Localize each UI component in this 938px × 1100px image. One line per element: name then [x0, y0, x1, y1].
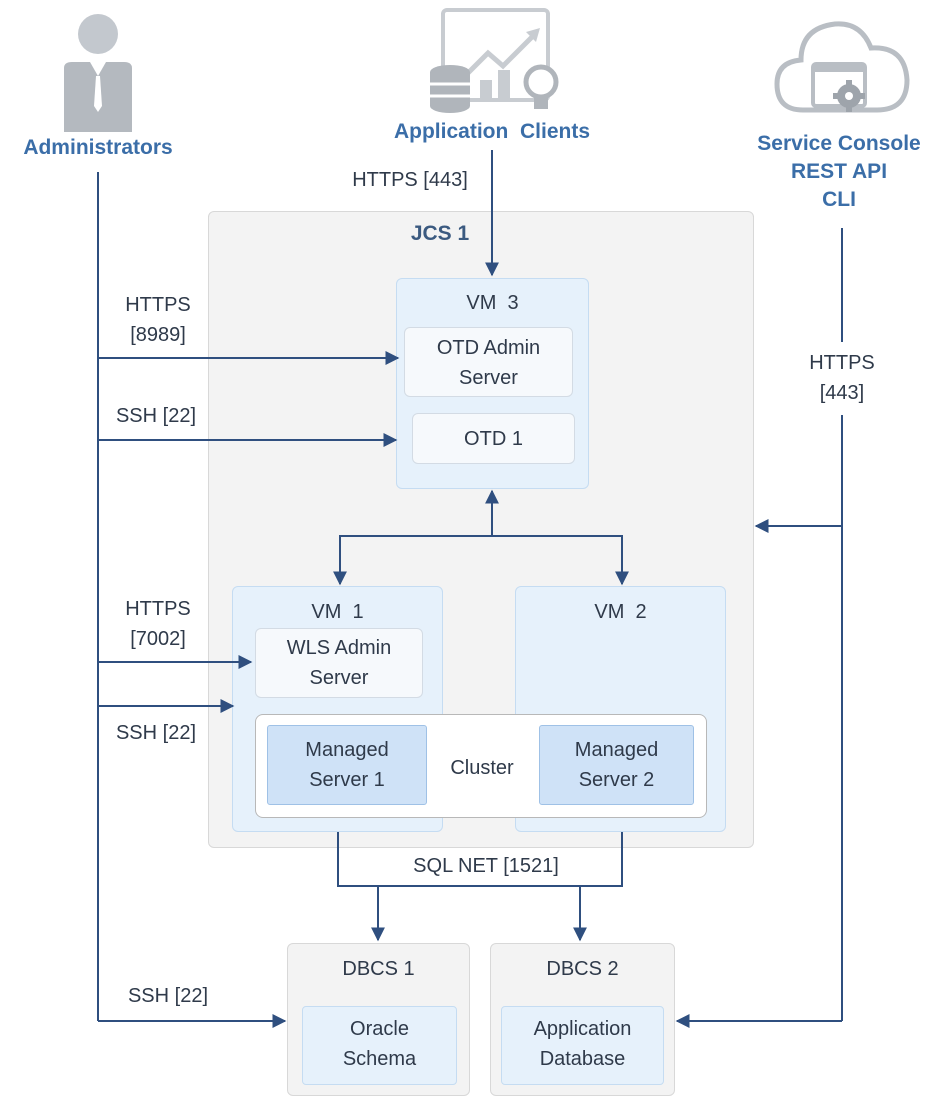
otd1-box: [412, 413, 575, 464]
console-https-label: HTTPS [443]: [809, 352, 875, 404]
admin-https-8989-label: HTTPS [8989]: [125, 294, 191, 346]
application-database-label: Application Database: [533, 1018, 632, 1070]
managed-server-2-label: Managed Server 2: [574, 739, 659, 791]
wls-admin-server-label: WLS Admin Server: [286, 637, 392, 689]
managed-server-1-box: [267, 725, 427, 805]
otd-admin-server-box: [404, 327, 573, 397]
managed-server-2-box: [539, 725, 694, 805]
vm1-title: VM 1: [311, 601, 364, 623]
administrators-label: Administrators: [23, 136, 173, 159]
sql-net-line: [337, 832, 623, 887]
dbcs2-title: DBCS 2: [546, 958, 619, 980]
oracle-schema-label: Oracle Schema: [342, 1018, 417, 1070]
cloud-gear-icon: [774, 21, 910, 113]
admin-ssh-otd-label: SSH [22]: [115, 405, 197, 427]
admin-https-7002-label: HTTPS [7002]: [125, 598, 191, 650]
vm-bus-line: [339, 535, 623, 583]
otd-admin-server-label: OTD Admin Server: [436, 337, 541, 389]
wls-admin-server-box: [255, 628, 423, 698]
dbcs1-title: DBCS 1: [342, 958, 415, 980]
clients-https-label: HTTPS [443]: [336, 169, 484, 192]
sql-net-label: SQL NET [1521]: [386, 855, 586, 878]
jcs-title: JCS 1: [410, 222, 470, 245]
admin-ssh-db-label: SSH [22]: [127, 985, 209, 1007]
application-clients-label: Application Clients: [393, 120, 590, 143]
cluster-label: Cluster: [450, 757, 514, 779]
managed-server-1-label: Managed Server 1: [305, 739, 389, 791]
service-console-label: Service Console REST API CLI: [757, 132, 921, 211]
application-clients-icon: [430, 8, 559, 113]
vm2-title: VM 2: [594, 601, 647, 623]
otd1-label: OTD 1: [464, 428, 523, 450]
application-database-box: [501, 1006, 664, 1085]
admin-ssh-wls-label: SSH [22]: [115, 722, 197, 744]
oracle-schema-box: [302, 1006, 457, 1085]
administrator-icon: [64, 14, 132, 132]
vm3-title: VM 3: [466, 292, 519, 314]
